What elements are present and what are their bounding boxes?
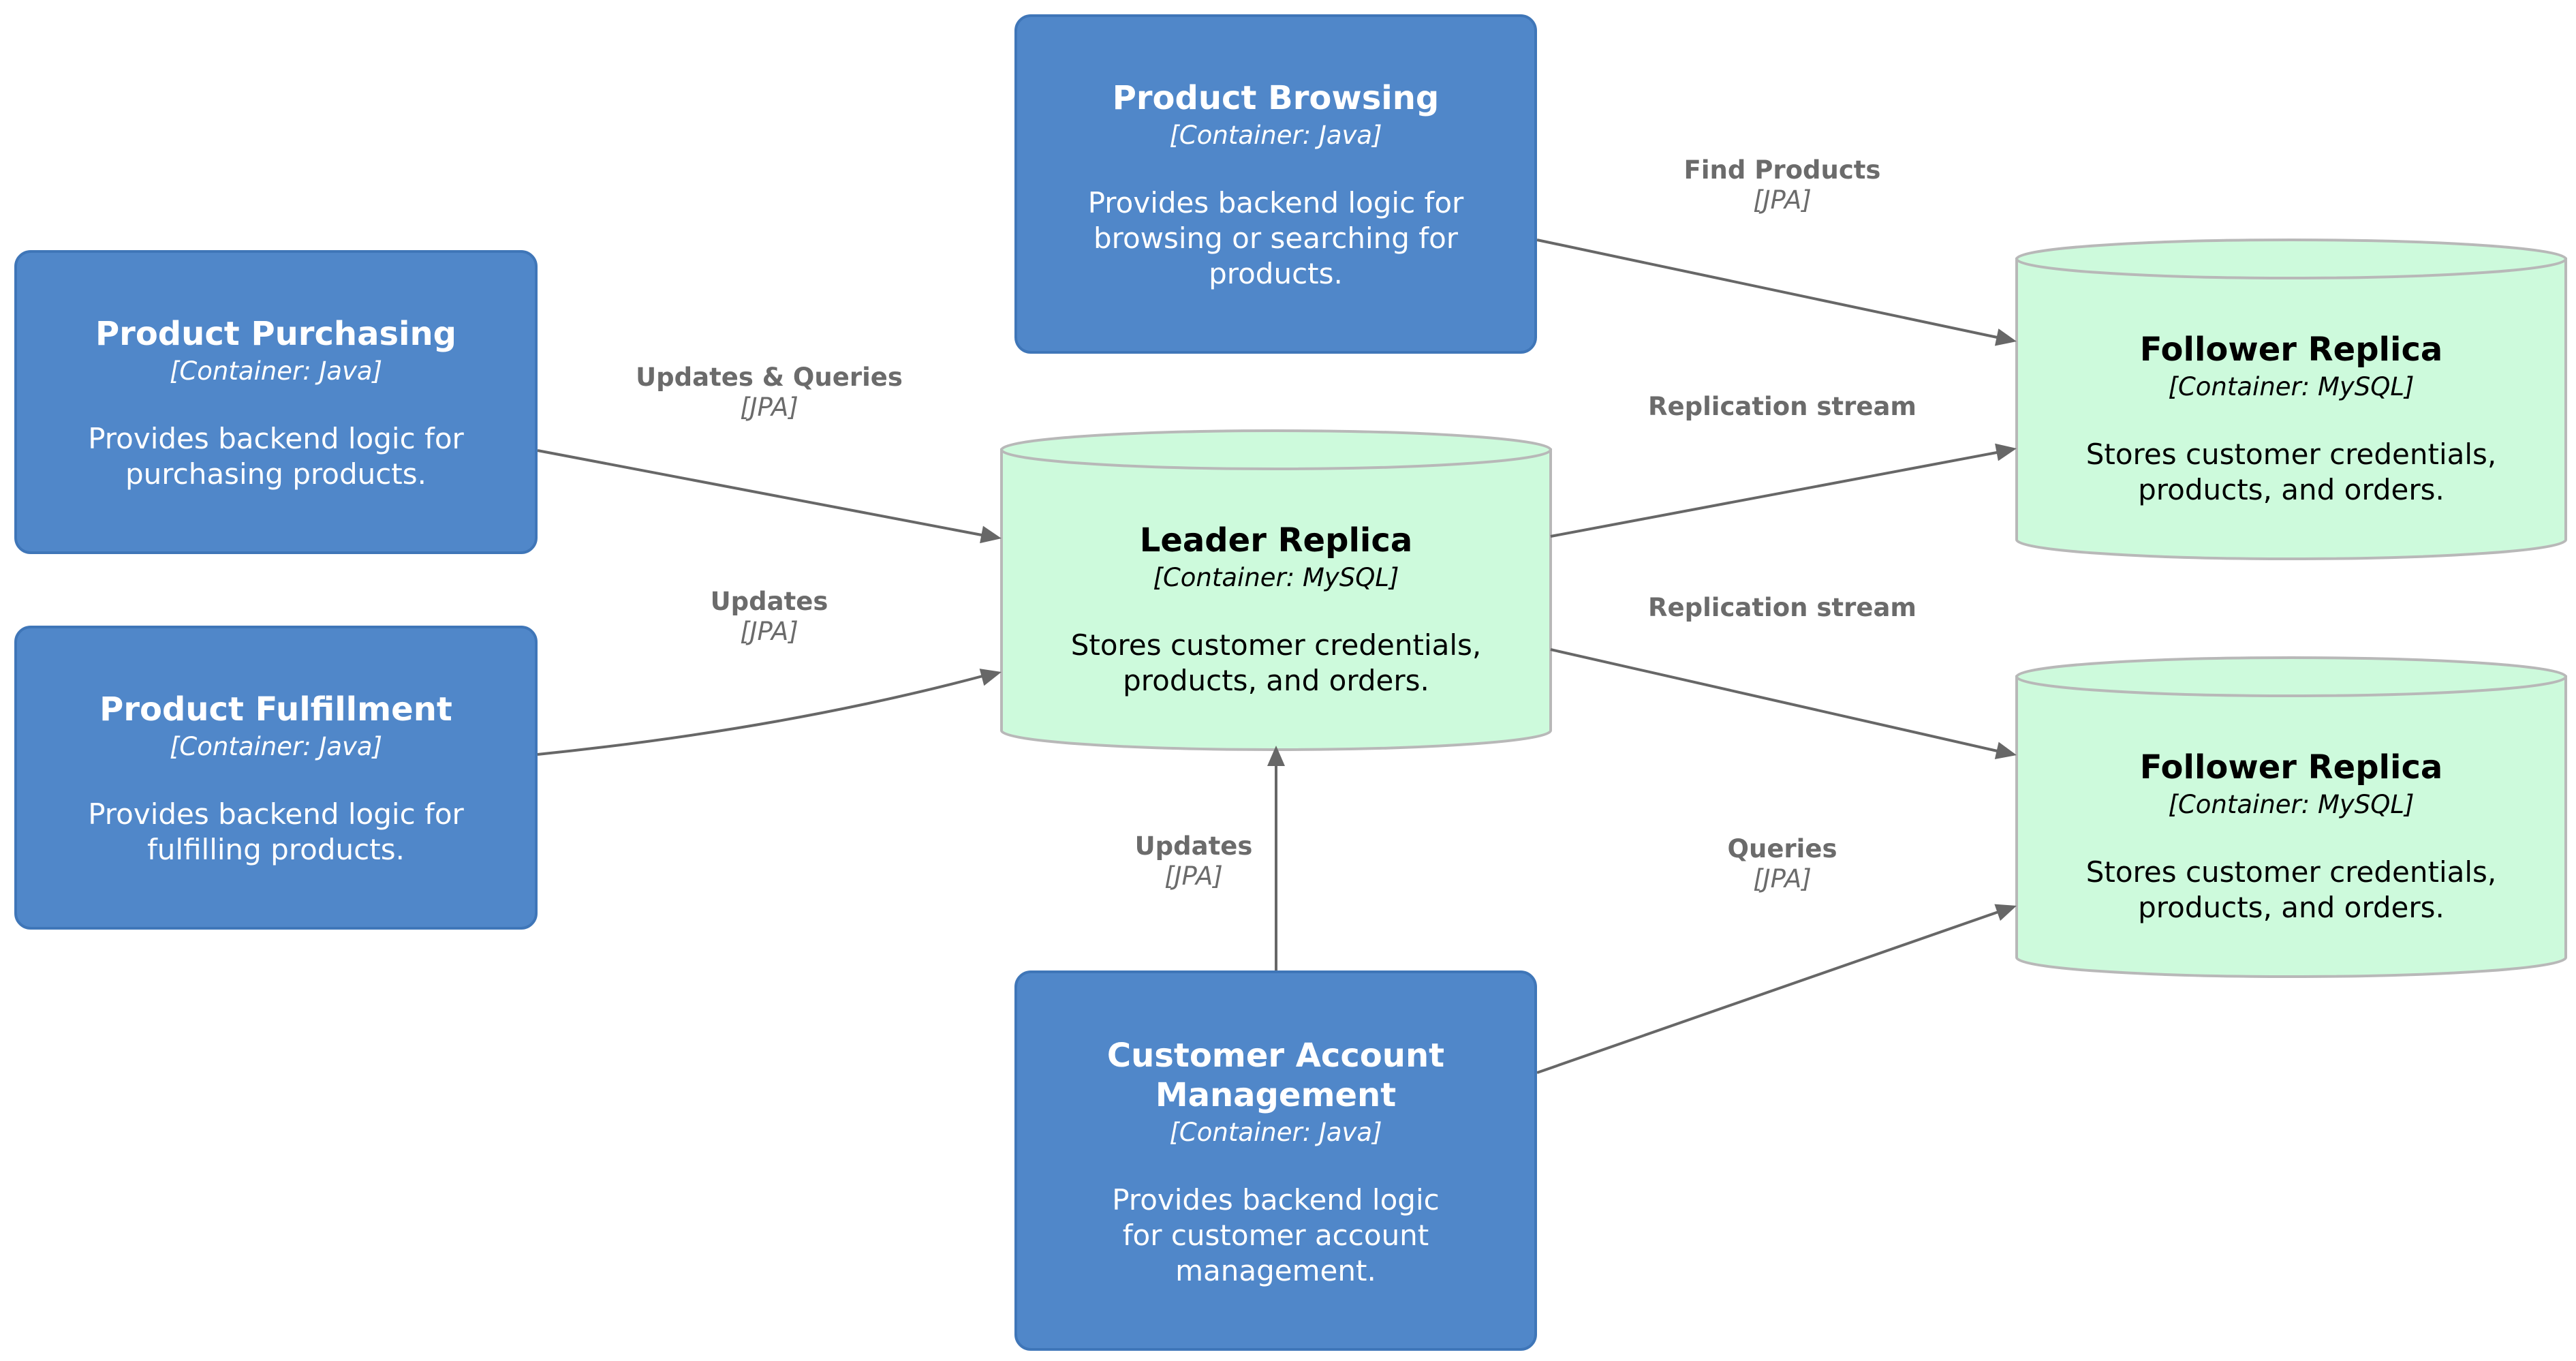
relationship-technology: [JPA] — [740, 393, 798, 422]
element-description: Stores customer credentials, products, a… — [2085, 855, 2497, 924]
arrow-leader-to-follower-1 — [1550, 450, 2001, 538]
arrow-account-to-follower-2 — [1536, 910, 2001, 1074]
relationship-label-account-updates: Updates [JPA] — [1135, 831, 1253, 891]
arrow-purchasing-to-leader — [537, 449, 986, 537]
element-technology: [Container: MySQL] — [2168, 790, 2415, 819]
relationship-label: Find Products — [1683, 155, 1881, 185]
relationship-label-queries: Queries [JPA] — [1728, 834, 1837, 894]
product-browsing-container[interactable]: Product Browsing [Container: Java] Provi… — [1014, 14, 1537, 354]
arrow-browsing-to-follower-1 — [1536, 239, 2001, 339]
follower-replica-1-cylinder — [2015, 239, 2567, 560]
element-title: Follower Replica — [2139, 748, 2443, 786]
relationship-label: Updates — [710, 587, 828, 616]
relationship-label-replication-2: Replication stream — [1648, 593, 1917, 623]
relationship-label: Updates & Queries — [636, 363, 903, 392]
relationship-technology: [JPA] — [740, 617, 798, 646]
follower-replica-2-cylinder — [2015, 656, 2567, 978]
element-title: Product Purchasing — [95, 315, 457, 353]
arrowhead-account-to-follower-2 — [1994, 904, 2017, 921]
element-description: Stores customer credentials, products, a… — [1070, 628, 1482, 697]
element-technology: [Container: Java] — [169, 356, 383, 386]
element-technology: [Container: Java] — [1169, 121, 1382, 150]
element-description: Provides backend logic for customer acco… — [1112, 1183, 1440, 1287]
product-fulfillment-container[interactable]: Product Fulfillment [Container: Java] Pr… — [14, 626, 538, 930]
relationship-label-updates-queries: Updates & Queries [JPA] — [636, 363, 903, 423]
arrowhead-fulfillment-to-leader — [979, 669, 1002, 686]
follower-replica-1-database[interactable]: Follower Replica [Container: MySQL] Stor… — [2017, 240, 2566, 559]
arrowhead-purchasing-to-leader — [980, 525, 1002, 544]
element-title: Customer Account Management — [1106, 1037, 1445, 1114]
relationship-technology: [JPA] — [1753, 864, 1812, 893]
relationship-technology: [JPA] — [1753, 185, 1812, 215]
element-title: Follower Replica — [2139, 331, 2443, 369]
element-technology: [Container: MySQL] — [1153, 563, 1399, 592]
relationship-label: Updates — [1134, 831, 1253, 861]
relationship-label: Queries — [1727, 834, 1837, 863]
product-purchasing-container[interactable]: Product Purchasing [Container: Java] Pro… — [14, 250, 538, 554]
leader-replica-database[interactable]: Leader Replica [Container: MySQL] Stores… — [1002, 431, 1551, 750]
element-technology: [Container: Java] — [169, 732, 383, 761]
relationship-label-replication-1: Replication stream — [1648, 392, 1917, 422]
relationship-label: Replication stream — [1648, 593, 1917, 622]
customer-account-management-container[interactable]: Customer Account Management [Container: … — [1014, 970, 1537, 1351]
element-technology: [Container: Java] — [1169, 1118, 1382, 1147]
arrowhead-account-to-leader — [1267, 746, 1285, 766]
element-description: Provides backend logic for browsing or s… — [1087, 186, 1464, 290]
element-technology: [Container: MySQL] — [2168, 372, 2415, 401]
relationship-label-fulfillment-updates: Updates [JPA] — [711, 587, 828, 647]
arrowhead-browsing-to-follower-1 — [1994, 328, 2017, 346]
element-description: Provides backend logic for purchasing pr… — [88, 422, 464, 491]
follower-replica-2-database[interactable]: Follower Replica [Container: MySQL] Stor… — [2017, 658, 2566, 977]
arrowhead-leader-to-follower-2 — [1994, 741, 2017, 760]
relationship-label: Replication stream — [1648, 392, 1917, 421]
element-title: Leader Replica — [1139, 521, 1413, 560]
arrowhead-leader-to-follower-1 — [1995, 443, 2017, 461]
relationship-technology: [JPA] — [1164, 861, 1223, 891]
element-title: Product Browsing — [1112, 79, 1440, 117]
arrow-leader-to-follower-2 — [1550, 648, 2001, 753]
arrow-fulfillment-to-leader — [537, 674, 986, 756]
element-title: Product Fulfillment — [99, 690, 452, 729]
leader-replica-cylinder — [1000, 429, 1552, 751]
element-description: Provides backend logic for fulfilling pr… — [88, 797, 464, 866]
element-description: Stores customer credentials, products, a… — [2085, 438, 2497, 506]
relationship-label-find-products: Find Products [JPA] — [1684, 155, 1881, 215]
